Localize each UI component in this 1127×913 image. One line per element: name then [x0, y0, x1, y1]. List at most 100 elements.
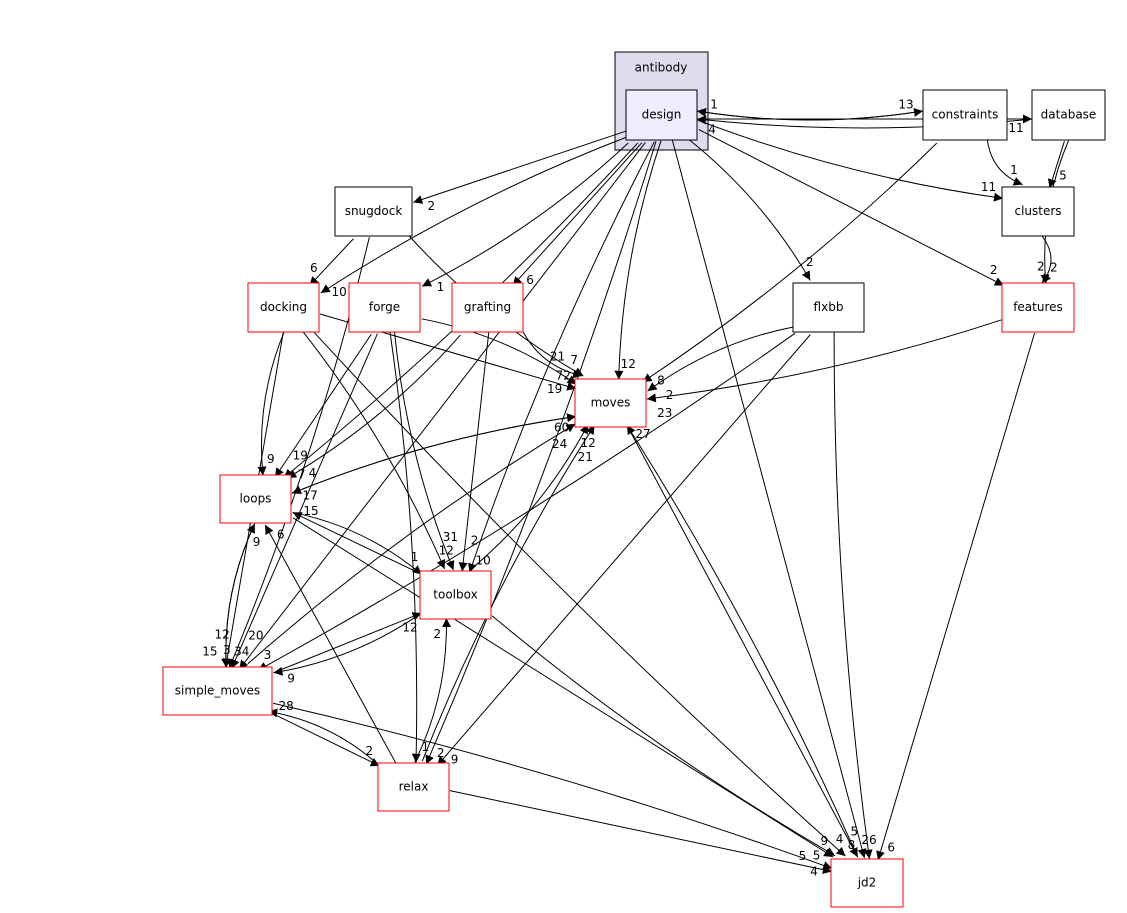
edge-forge-to-toolbox[interactable] — [393, 330, 455, 571]
node-box[interactable] — [1001, 186, 1075, 237]
edge-design-to-simple_moves[interactable] — [238, 142, 646, 670]
node-flxbb[interactable]: flxbb — [792, 282, 865, 333]
edge-grafting-to-toolbox[interactable] — [458, 332, 490, 572]
edge-toolbox-to-loops[interactable] — [292, 511, 422, 575]
edge-label-design-to-simple_moves: 34 — [234, 644, 249, 658]
edge-design-to-flxbb[interactable] — [685, 136, 811, 281]
edge-design-to-features[interactable] — [698, 129, 1005, 286]
edge-relax-to-jd2[interactable] — [449, 790, 832, 875]
edge-features-to-jd2[interactable] — [876, 332, 1036, 861]
edge-label-constraints-to-clusters: 1 — [1010, 163, 1018, 177]
node-box[interactable] — [162, 666, 273, 716]
node-clusters[interactable]: clusters — [1001, 186, 1075, 237]
edge-design-to-toolbox[interactable] — [468, 141, 655, 573]
node-design[interactable]: design — [625, 89, 698, 141]
edge-flxbb-to-moves[interactable] — [647, 326, 795, 392]
edge-loops-to-toolbox[interactable] — [292, 511, 423, 575]
node-box[interactable] — [247, 282, 320, 333]
node-loops[interactable]: loops — [219, 474, 292, 524]
edge-label-design-to-jd2: 26 — [861, 833, 876, 847]
node-box[interactable] — [451, 282, 524, 333]
edge-label-flxbb-to-simple_moves: 3 — [264, 648, 272, 662]
edge-simple_moves-to-jd2[interactable] — [273, 702, 833, 870]
edge-label-relax-to-jd2: 5 — [799, 849, 807, 863]
edge-moves-to-jd2[interactable] — [626, 424, 859, 858]
edge-docking-to-jd2[interactable] — [310, 328, 846, 857]
edge-loops-to-moves[interactable] — [291, 413, 577, 494]
edge-design-to-clusters[interactable] — [697, 119, 1004, 202]
node-features[interactable]: features — [1001, 282, 1075, 333]
edge-label-relax-to-toolbox: 2 — [434, 627, 442, 641]
edge-design-to-relax[interactable] — [425, 141, 657, 765]
edge-simple_moves-to-relax[interactable] — [268, 710, 380, 767]
edge-design-to-moves[interactable] — [614, 140, 662, 380]
edge-toolbox-to-simple_moves[interactable] — [273, 612, 422, 676]
edge-jd2-to-moves[interactable] — [626, 424, 859, 858]
edge-database-to-clusters[interactable] — [1047, 141, 1065, 189]
edge-design-to-forge[interactable] — [421, 142, 629, 287]
edge-design-to-snugdock[interactable] — [413, 130, 628, 204]
node-box[interactable] — [377, 762, 450, 812]
node-box[interactable] — [419, 570, 492, 620]
edge-grafting-to-loops[interactable] — [286, 334, 461, 479]
node-relax[interactable]: relax — [377, 762, 450, 812]
node-forge[interactable]: forge — [348, 282, 421, 333]
node-database[interactable]: database — [1031, 89, 1106, 141]
edge-label-design-to-grafting: 6 — [526, 273, 534, 287]
edge-toolbox-to-moves[interactable] — [471, 424, 589, 569]
node-box[interactable] — [625, 89, 698, 141]
edge-design-to-jd2[interactable] — [671, 138, 867, 859]
edge-relax-to-simple_moves[interactable] — [268, 708, 381, 767]
node-box[interactable] — [219, 474, 292, 524]
node-box[interactable] — [1031, 89, 1106, 141]
edge-relax-to-moves[interactable] — [421, 424, 596, 762]
edge-clusters-to-features[interactable] — [1041, 235, 1052, 284]
edge-constraints-to-moves[interactable] — [642, 142, 938, 383]
nodes: design constraints database snugdock cluster… — [162, 89, 1106, 908]
edge-docking-to-toolbox[interactable] — [301, 329, 446, 570]
edge-snugdock-to-docking[interactable] — [309, 238, 354, 287]
node-jd2[interactable]: jd2 — [830, 858, 904, 908]
edge-moves-to-loops[interactable] — [291, 415, 577, 495]
edge-flxbb-to-relax[interactable] — [436, 334, 811, 766]
edge-simple_moves-to-moves[interactable] — [247, 423, 576, 665]
node-box[interactable] — [574, 378, 647, 428]
edge-label-docking-to-jd2: 4 — [836, 832, 844, 846]
edge-design-to-docking[interactable] — [320, 136, 628, 294]
node-grafting[interactable]: grafting — [451, 282, 524, 333]
edge-forge-to-relax[interactable] — [389, 331, 421, 763]
node-simple_moves[interactable]: simple_moves — [162, 666, 273, 716]
node-snugdock[interactable]: snugdock — [334, 186, 413, 237]
edge-simple_moves-to-toolbox[interactable] — [273, 612, 422, 674]
node-label: flxbb — [814, 300, 844, 314]
edge-label-docking-to-simple_moves: 12 — [214, 628, 229, 642]
node-toolbox[interactable]: toolbox — [419, 570, 492, 620]
edge-label-loops-to-jd2: 9 — [821, 834, 829, 848]
edge-features-to-moves[interactable] — [646, 318, 1004, 403]
node-box[interactable] — [922, 89, 1008, 141]
edge-simple_moves-to-loops[interactable] — [225, 523, 256, 668]
node-moves[interactable]: moves — [574, 378, 647, 428]
edge-relax-to-loops[interactable] — [264, 524, 398, 766]
edge-label-features-to-moves: 23 — [657, 406, 672, 420]
edge-label-constraints-to-design: 1 — [710, 97, 718, 111]
node-constraints[interactable]: constraints — [922, 89, 1008, 141]
edge-grafting-to-moves[interactable] — [521, 328, 583, 379]
edge-loops-to-jd2[interactable] — [292, 517, 834, 858]
node-box[interactable] — [1001, 282, 1075, 333]
edge-toolbox-to-jd2[interactable] — [491, 615, 836, 857]
edge-relax-to-toolbox[interactable] — [414, 618, 452, 763]
edge-label-jd2-to-moves: 27 — [635, 427, 650, 441]
node-box[interactable] — [830, 858, 904, 908]
edge-flxbb-to-jd2[interactable] — [833, 331, 873, 859]
edge-forge-to-moves[interactable] — [421, 318, 577, 385]
node-box[interactable] — [334, 186, 413, 237]
node-docking[interactable]: docking — [247, 282, 320, 333]
edge-constraints-to-clusters[interactable] — [986, 137, 1023, 186]
edge-forge-to-loops[interactable] — [274, 333, 372, 478]
node-box[interactable] — [792, 282, 865, 333]
edge-constraints-to-design[interactable] — [696, 107, 924, 121]
node-box[interactable] — [348, 282, 421, 333]
edge-design-to-grafting[interactable] — [512, 142, 643, 287]
edge-forge-to-simple_moves[interactable] — [231, 333, 378, 669]
